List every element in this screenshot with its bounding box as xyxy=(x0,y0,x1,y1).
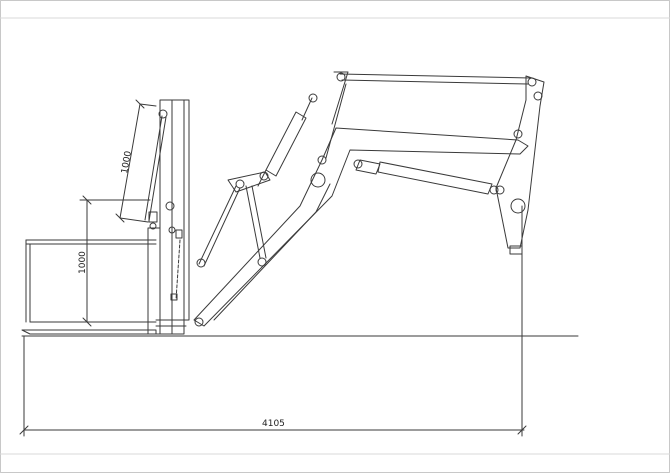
dim-total-length xyxy=(19,205,527,437)
tilt-cylinder xyxy=(196,171,271,268)
upper-parallel-link xyxy=(325,71,537,159)
rear-cylinder xyxy=(353,159,499,195)
dim-total-length-label: 4105 xyxy=(262,419,285,429)
pallet-forks xyxy=(21,239,157,335)
dim-upper-link xyxy=(115,99,157,223)
mounting-frame xyxy=(495,75,545,255)
boom-cylinder xyxy=(257,93,318,187)
fork-carriage xyxy=(147,99,190,335)
upper-leveling-link xyxy=(144,109,176,234)
dim-lower-height-label: 1000 xyxy=(78,251,88,274)
dim-upper-link-label: 1000 xyxy=(120,150,134,175)
dim-lower-height xyxy=(79,195,151,327)
main-boom xyxy=(193,127,529,327)
